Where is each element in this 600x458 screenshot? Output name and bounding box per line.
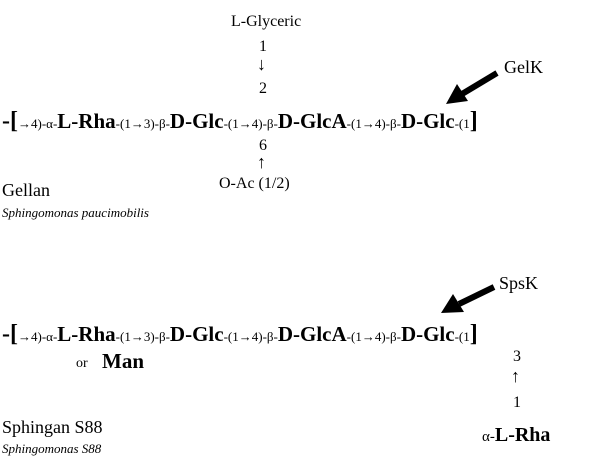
gellan-branch-bottom-label: O-Ac (1/2) — [219, 175, 290, 192]
sphingan-or-label: or — [76, 356, 88, 371]
sphingan-name: Sphingan S88 — [2, 417, 103, 437]
sphingan-alt-sugar-man: Man — [102, 349, 144, 373]
sphingan-position-3: 3 — [513, 348, 521, 365]
gellan-linkage-1: →4)-α- — [17, 116, 58, 131]
sphingan-sugar-d-glc-2: D-Glc — [400, 322, 455, 346]
gellan-sugar-d-glc-2: D-Glc — [400, 109, 455, 133]
gellan-down-arrow-icon: ↓ — [257, 54, 266, 74]
sphingan-up-arrow-icon: ↑ — [511, 366, 520, 386]
sphingan-open-bracket: -[ — [2, 321, 18, 347]
gellan-linkage-5: -(1 — [454, 116, 470, 131]
gellan-linkage-3: -(1→4)-β- — [223, 116, 278, 131]
gellan-sugar-d-glca: D-GlcA — [277, 109, 347, 133]
sphingan-branch-prefix: α- — [482, 429, 495, 445]
gellan-repeat-unit: -[→4)-α-L-Rha-(1→3)-β-D-Glc-(1→4)-β-D-Gl… — [2, 109, 478, 133]
gellan-linkage-2: -(1→3)-β- — [115, 116, 170, 131]
gellan-sugar-d-glc-1: D-Glc — [169, 109, 224, 133]
gellan-close-bracket: ] — [469, 108, 478, 134]
gellan-organism: Sphingomonas paucimobilis — [2, 205, 149, 220]
gellan-up-arrow-icon: ↑ — [257, 152, 266, 172]
sphingan-sugar-d-glc-1: D-Glc — [169, 322, 224, 346]
sphingan-close-bracket: ] — [469, 321, 478, 347]
gellan-name: Gellan — [2, 180, 50, 200]
sphingan-enzyme-label: SpsK — [499, 273, 539, 293]
gellan-position-2: 2 — [259, 80, 267, 97]
sphingan-repeat-unit: -[→4)-α-L-Rha-(1→3)-β-D-Glc-(1→4)-β-D-Gl… — [2, 322, 478, 346]
sphingan-linkage-3: -(1→4)-β- — [223, 329, 278, 344]
sphingan-sugar-d-glca: D-GlcA — [277, 322, 347, 346]
gellan-enzyme-label: GelK — [504, 57, 543, 77]
gellan-position-1: 1 — [259, 38, 267, 55]
sphingan-organism: Sphingomonas S88 — [2, 441, 102, 456]
sphingan-linkage-4: -(1→4)-β- — [346, 329, 401, 344]
gellan-branch-top-label: L-Glyceric — [231, 13, 302, 30]
gellan-sugar-l-rha: L-Rha — [57, 109, 116, 133]
sphingan-linkage-5: -(1 — [454, 329, 470, 344]
gellan-open-bracket: -[ — [2, 108, 18, 134]
sphingan-sugar-l-rha: L-Rha — [57, 322, 116, 346]
spsk-cleavage-arrow-icon — [441, 284, 496, 313]
sphingan-linkage-2: -(1→3)-β- — [115, 329, 170, 344]
gellan-linkage-4: -(1→4)-β- — [346, 116, 401, 131]
sphingan-linkage-1: →4)-α- — [17, 329, 58, 344]
gelk-cleavage-arrow-icon — [446, 70, 499, 104]
sphingan-position-1: 1 — [513, 394, 521, 411]
gellan-position-6: 6 — [259, 137, 267, 154]
sphingan-branch-sugar: α-L-Rha — [482, 425, 550, 445]
sphingan-branch-l-rha: L-Rha — [494, 424, 551, 446]
